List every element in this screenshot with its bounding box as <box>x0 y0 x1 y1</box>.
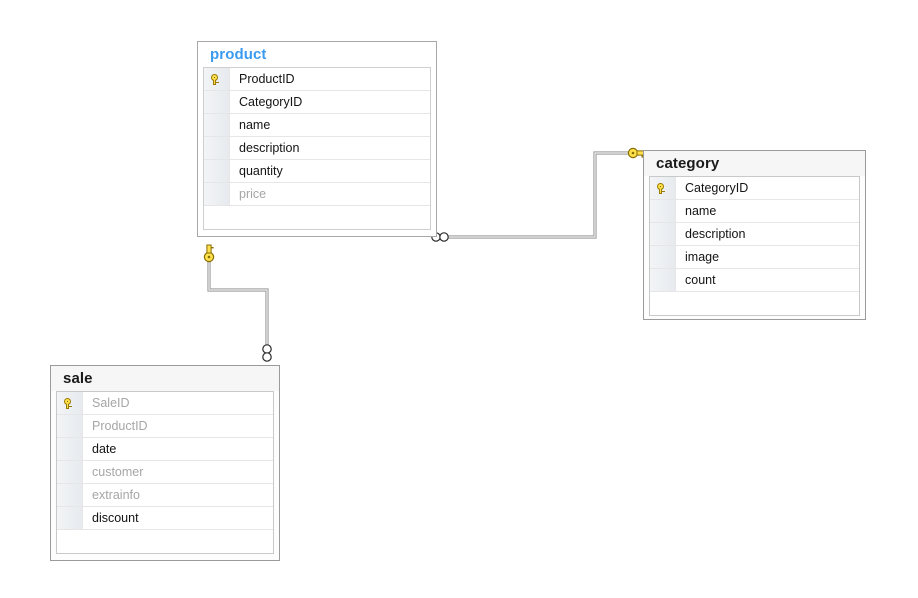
field-name[interactable]: quantity <box>239 164 283 178</box>
row-gutter[interactable] <box>57 415 83 437</box>
primary-key-icon <box>210 73 223 85</box>
primary-key-icon <box>63 397 76 409</box>
field-row[interactable]: ProductID <box>204 68 430 91</box>
field-row[interactable]: CategoryID <box>650 177 859 200</box>
row-gutter[interactable] <box>57 461 83 483</box>
entity-title-sale[interactable]: sale <box>51 366 279 391</box>
field-row-blank[interactable] <box>650 292 859 315</box>
field-row[interactable]: ProductID <box>57 415 273 438</box>
field-name[interactable]: extrainfo <box>92 488 140 502</box>
field-row[interactable]: description <box>204 137 430 160</box>
row-gutter[interactable] <box>650 292 676 315</box>
primary-key-icon <box>656 182 669 194</box>
field-row[interactable]: count <box>650 269 859 292</box>
relationship-product-category[interactable] <box>431 147 646 242</box>
row-gutter[interactable] <box>650 246 676 268</box>
field-name[interactable]: ProductID <box>92 419 148 433</box>
field-name[interactable]: discount <box>92 511 139 525</box>
field-name[interactable]: name <box>685 204 717 218</box>
row-gutter[interactable] <box>204 114 230 136</box>
row-gutter[interactable] <box>650 177 676 199</box>
field-row-blank[interactable] <box>57 530 273 553</box>
row-gutter[interactable] <box>57 530 83 553</box>
field-name[interactable]: SaleID <box>92 396 130 410</box>
cardinality-many-icon <box>262 344 272 362</box>
field-row[interactable]: CategoryID <box>204 91 430 114</box>
row-gutter[interactable] <box>204 183 230 205</box>
row-gutter[interactable] <box>204 160 230 182</box>
entity-title-product[interactable]: product <box>198 42 436 67</box>
row-gutter[interactable] <box>204 137 230 159</box>
row-gutter[interactable] <box>650 200 676 222</box>
row-gutter[interactable] <box>57 484 83 506</box>
field-grid-category[interactable]: CategoryID name description image count <box>649 176 860 316</box>
field-row[interactable]: SaleID <box>57 392 273 415</box>
row-gutter[interactable] <box>650 269 676 291</box>
row-gutter[interactable] <box>650 223 676 245</box>
field-grid-sale[interactable]: SaleID ProductID date customer extrainfo disc… <box>56 391 274 554</box>
field-name[interactable]: customer <box>92 465 144 479</box>
field-grid-product[interactable]: ProductID CategoryID name description quanti… <box>203 67 431 230</box>
field-name[interactable]: CategoryID <box>239 95 303 109</box>
field-row[interactable]: discount <box>57 507 273 530</box>
field-row[interactable]: description <box>650 223 859 246</box>
field-name[interactable]: description <box>685 227 746 241</box>
field-name[interactable]: date <box>92 442 117 456</box>
entity-title-category[interactable]: category <box>644 151 865 176</box>
field-name[interactable] <box>83 530 273 553</box>
field-row[interactable]: extrainfo <box>57 484 273 507</box>
field-row[interactable]: name <box>204 114 430 137</box>
field-name[interactable] <box>676 292 859 315</box>
field-row[interactable]: date <box>57 438 273 461</box>
relationship-product-sale[interactable] <box>203 244 272 362</box>
field-name[interactable]: description <box>239 141 300 155</box>
field-row[interactable]: quantity <box>204 160 430 183</box>
field-name[interactable]: image <box>685 250 720 264</box>
cardinality-key-icon <box>203 244 215 263</box>
field-row[interactable]: image <box>650 246 859 269</box>
field-name[interactable]: price <box>239 187 267 201</box>
row-gutter[interactable] <box>57 392 83 414</box>
field-row[interactable]: customer <box>57 461 273 484</box>
field-name[interactable]: CategoryID <box>685 181 749 195</box>
row-gutter[interactable] <box>204 68 230 90</box>
field-name[interactable]: count <box>685 273 716 287</box>
row-gutter[interactable] <box>204 206 230 229</box>
field-row-blank[interactable] <box>204 206 430 229</box>
row-gutter[interactable] <box>204 91 230 113</box>
field-row[interactable]: price <box>204 183 430 206</box>
row-gutter[interactable] <box>57 507 83 529</box>
field-row[interactable]: name <box>650 200 859 223</box>
field-name[interactable]: name <box>239 118 271 132</box>
field-name[interactable]: ProductID <box>239 72 295 86</box>
field-name[interactable] <box>230 206 430 229</box>
row-gutter[interactable] <box>57 438 83 460</box>
